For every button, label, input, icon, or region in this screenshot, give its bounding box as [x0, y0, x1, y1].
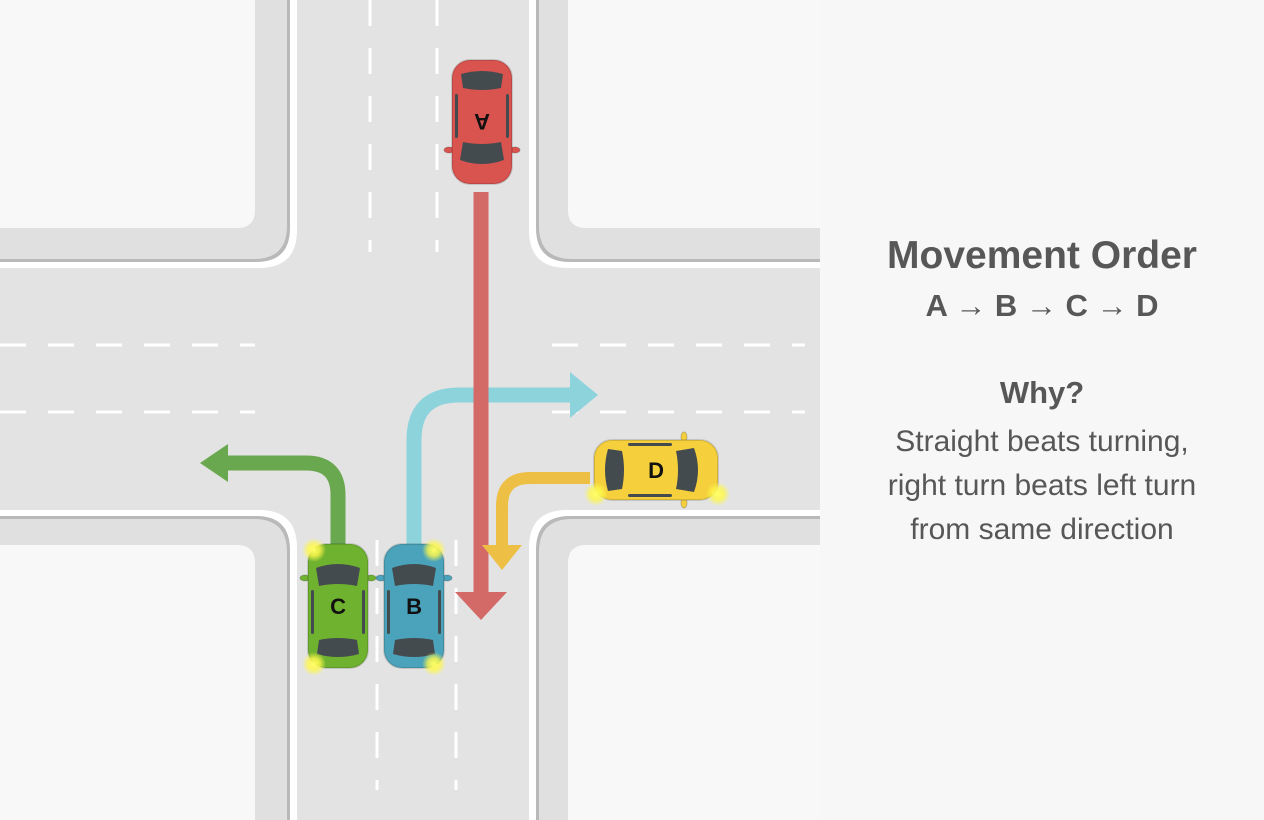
car-a: A — [443, 59, 521, 185]
intersection-diagram: A B C D — [0, 0, 820, 820]
movement-order: A → B → C → D — [925, 288, 1159, 323]
corner-top-left — [0, 0, 297, 268]
turn-signal-icon — [584, 482, 608, 506]
turn-signal-icon — [422, 652, 446, 676]
lane-markings — [0, 0, 805, 790]
corner-top-right — [529, 0, 820, 268]
turn-signal-icon — [302, 652, 326, 676]
car-label: D — [648, 458, 664, 483]
car-b: B — [375, 538, 453, 676]
corner-bottom-left — [0, 510, 297, 820]
why-heading: Why? — [999, 375, 1085, 410]
path-red-straight — [455, 192, 507, 620]
turn-signal-icon — [302, 538, 326, 562]
car-label: A — [474, 109, 490, 134]
reason-text: Straight beats turning, right turn beats… — [820, 420, 1264, 552]
path-green-left-turn — [200, 444, 346, 548]
turn-signal-icon — [706, 482, 730, 506]
car-d: D — [584, 431, 730, 509]
reason-line: Straight beats turning, — [895, 425, 1189, 458]
path-yellow-left-turn — [482, 472, 590, 570]
car-c: C — [299, 538, 377, 676]
path-blue-right-turn — [406, 372, 598, 548]
car-label: B — [406, 594, 422, 619]
car-label: C — [330, 594, 346, 619]
corner-bottom-right — [529, 510, 820, 820]
panel-title: Movement Order — [887, 234, 1197, 277]
explanation-panel: Movement Order A → B → C → D Why? Straig… — [820, 0, 1264, 820]
reason-line: right turn beats left turn — [887, 469, 1197, 502]
turn-signal-icon — [422, 538, 446, 562]
reason-line: from same direction — [910, 513, 1174, 546]
